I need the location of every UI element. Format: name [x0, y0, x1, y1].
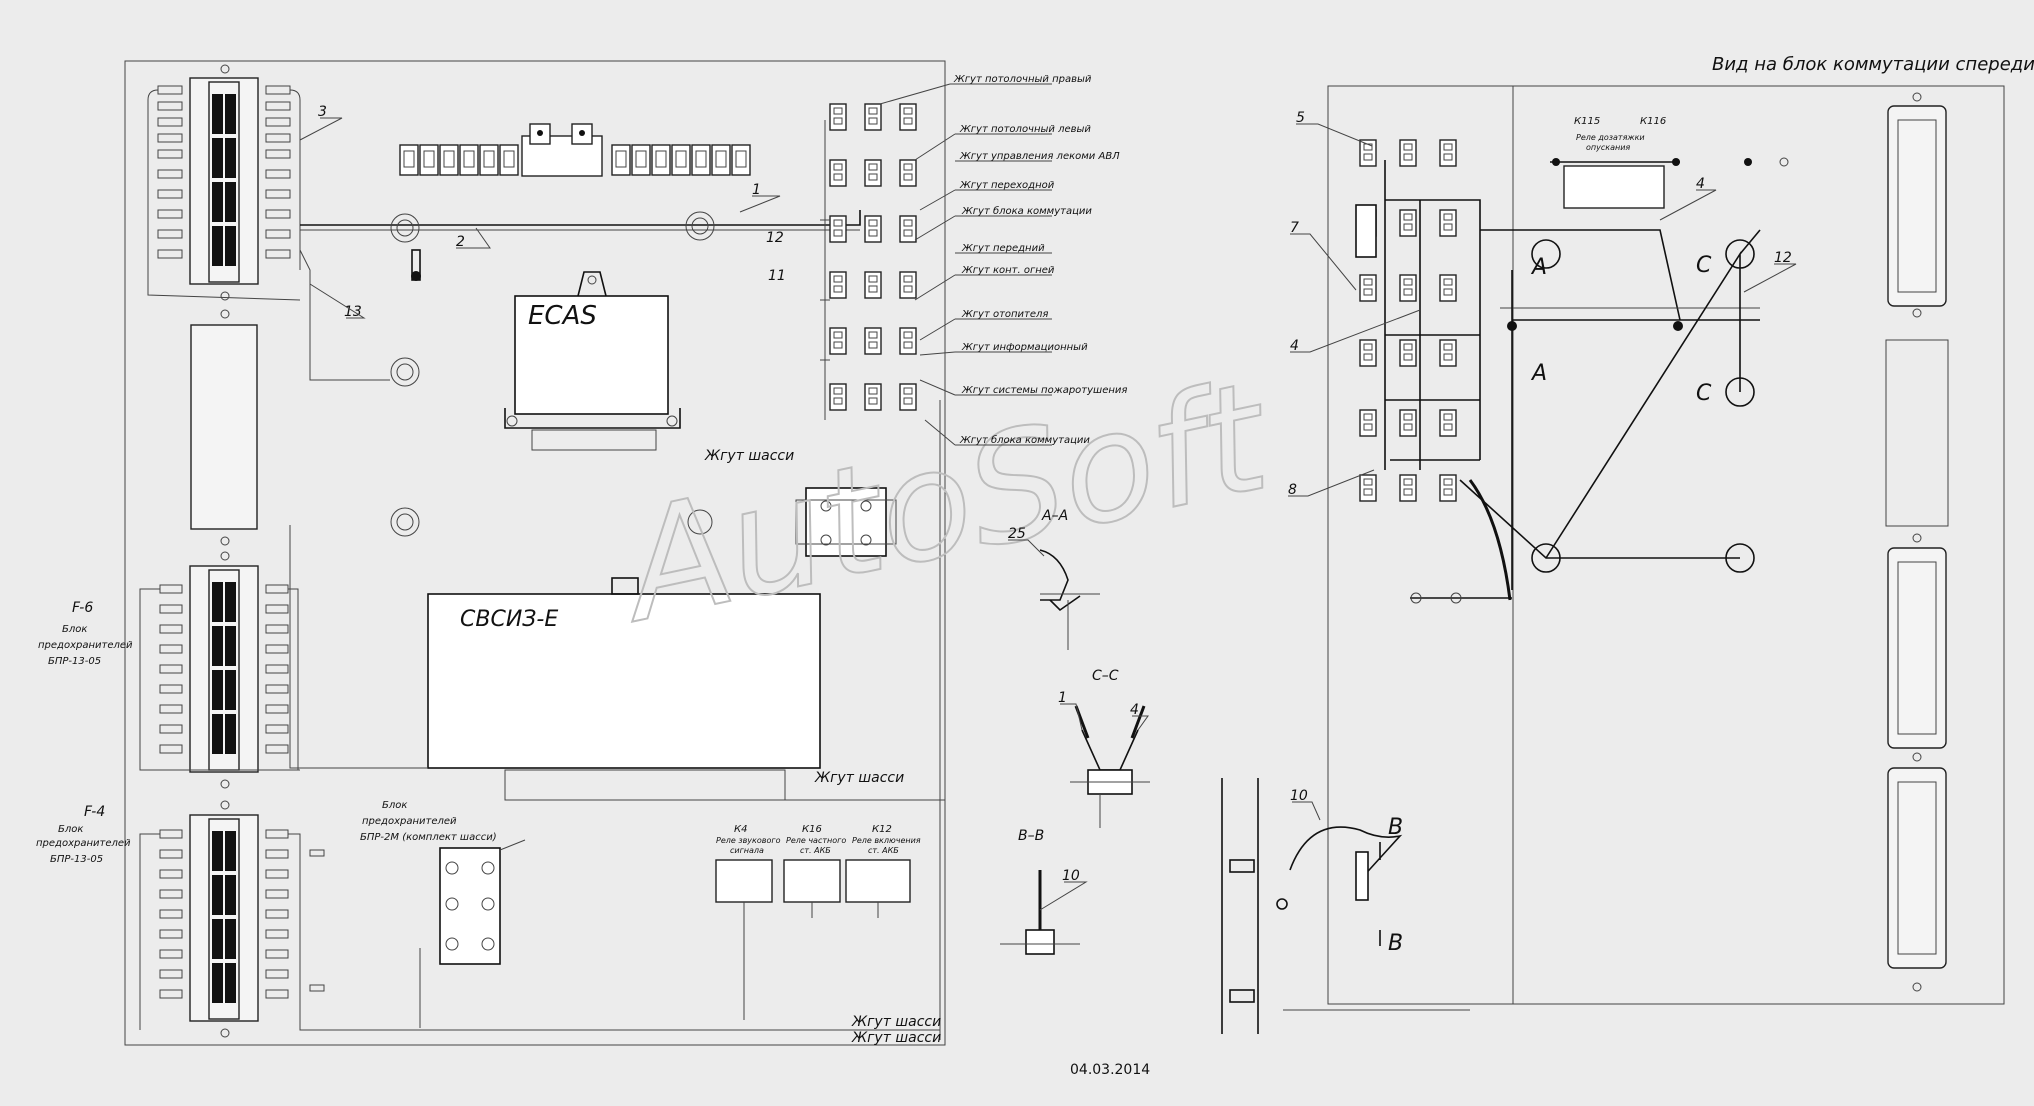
f6-line3: БПР-13-05 [48, 656, 101, 667]
f6-line2: предохранителей [38, 640, 133, 651]
callout-8: 8 [1288, 482, 1297, 498]
connector-grid [820, 103, 917, 420]
callout-4-right: 4 [1290, 338, 1299, 354]
bpr2m-line1: Блок [382, 800, 407, 811]
section-bb-detail [1000, 870, 1080, 955]
callout-4-cc: 4 [1130, 702, 1139, 718]
drawing-date: 04.03.2014 [1070, 1062, 1150, 1078]
callout-25: 25 [1008, 526, 1026, 542]
harness-callout: Жгут системы пожаротушения [961, 385, 1127, 396]
harness-callout: Жгут конт. огней [961, 265, 1055, 276]
f4-code: F-4 [84, 804, 105, 820]
view-title: Вид на блок коммутации спереди [1712, 54, 2034, 75]
bpr2m-line2: предохранителей [362, 816, 457, 827]
section-b-mark-top: В [1388, 815, 1403, 840]
fuse-block-bpr2m [419, 839, 526, 1028]
f4-line2: предохранителей [36, 838, 131, 849]
number-leaders [299, 117, 1797, 911]
f4-line1: Блок [58, 824, 83, 835]
left-panel-frame [124, 60, 946, 1046]
relay-k116-code: К116 [1640, 116, 1666, 127]
section-aa-detail [1039, 549, 1100, 650]
relay-right-caption-1: Реле дозатяжки [1576, 133, 1645, 142]
terminal-strips [1885, 92, 1949, 992]
bpr2m-line3: БПР-2М (комплект шасси) [360, 832, 497, 843]
relay-group [715, 859, 911, 1020]
relay-k115-code: К115 [1574, 116, 1600, 127]
right-panel-frame [1327, 85, 2005, 1005]
chassis-label-mid: Жгут шасси [704, 448, 794, 464]
bottom-detail [1221, 778, 1403, 1034]
relay-k16-line1: Реле частного [786, 836, 846, 845]
ecas-unit [504, 271, 681, 451]
callout-3: 3 [318, 104, 327, 120]
harness-callout: Жгут блока коммутации [961, 205, 1092, 217]
relay-k12-line1: Реле включения [852, 836, 921, 845]
section-b-mark-bottom: В [1388, 931, 1403, 956]
callout-5: 5 [1296, 110, 1305, 126]
section-c-mark-top: С [1696, 253, 1712, 278]
relay-right-caption-2: опускания [1586, 143, 1630, 152]
section-aa-label: А–А [1041, 508, 1068, 524]
blank-plate [190, 324, 258, 530]
harness-callout: Жгут переходной [959, 180, 1055, 191]
harness-callout: Жгут потолочный левый [959, 124, 1091, 135]
callout-10-bb: 10 [1062, 868, 1080, 884]
harness-callout: Жгут информационный [961, 342, 1088, 353]
section-a-mark-top: А [1530, 255, 1547, 280]
fuse-block-f4 [139, 800, 940, 1038]
callout-7: 7 [1290, 220, 1299, 236]
harness-callout: Жгут блока коммутации [959, 434, 1090, 446]
top-harness [299, 123, 861, 537]
section-cc-detail [1070, 705, 1150, 828]
right-wiring [1410, 229, 1761, 604]
callout-4-top: 4 [1696, 176, 1705, 192]
callout-leaders [879, 83, 1052, 446]
callout-2: 2 [456, 234, 465, 250]
callout-1-cc: 1 [1058, 690, 1067, 706]
callout-10-right: 10 [1290, 788, 1308, 804]
relay-k4-code: К4 [734, 824, 747, 835]
f4-line3: БПР-13-05 [50, 854, 103, 865]
relay-k4-line1: Реле звукового [716, 836, 781, 845]
relay-matrix [1355, 139, 1481, 502]
chassis-label-bottom-2: Жгут шасси [851, 1030, 941, 1046]
chassis-fuse-holder [795, 487, 897, 557]
section-c-mark-bottom: С [1696, 381, 1712, 406]
section-bb-label: В–В [1018, 828, 1044, 844]
f6-line1: Блок [62, 624, 87, 635]
harness-callout: Жгут отопителя [961, 309, 1048, 320]
svciz-label: СВСИЗ-Е [460, 607, 558, 632]
ecas-label: ECAS [528, 301, 597, 331]
callout-12-right: 12 [1774, 250, 1792, 266]
relay-k4-line2: сигнала [730, 846, 764, 855]
section-cc-label: С–С [1092, 668, 1119, 684]
harness-callout: Жгут потолочный правый [953, 74, 1092, 85]
chassis-label-bottom-1: Жгут шасси [851, 1014, 941, 1030]
svciz-unit [289, 509, 821, 801]
relay-k115-k116 [1550, 157, 1789, 209]
f6-code: F-6 [72, 600, 93, 616]
harness-callout: Жгут передний [961, 243, 1045, 254]
relay-k16-code: К16 [802, 824, 822, 835]
harness-callout: Жгут управления лекоми АВЛ [959, 151, 1120, 162]
chassis-label-lower: Жгут шасси [814, 770, 904, 786]
relay-k12-code: К12 [872, 824, 892, 835]
fuse-block-f6 [139, 551, 300, 789]
relay-k12-line2: ст. АКБ [868, 846, 899, 855]
section-a-mark-bottom: А [1530, 361, 1547, 386]
callout-11: 11 [768, 268, 786, 284]
fuse-block-top [147, 64, 301, 301]
callout-1: 1 [752, 182, 761, 198]
relay-k16-line2: ст. АКБ [800, 846, 831, 855]
callout-12-left: 12 [766, 230, 784, 246]
